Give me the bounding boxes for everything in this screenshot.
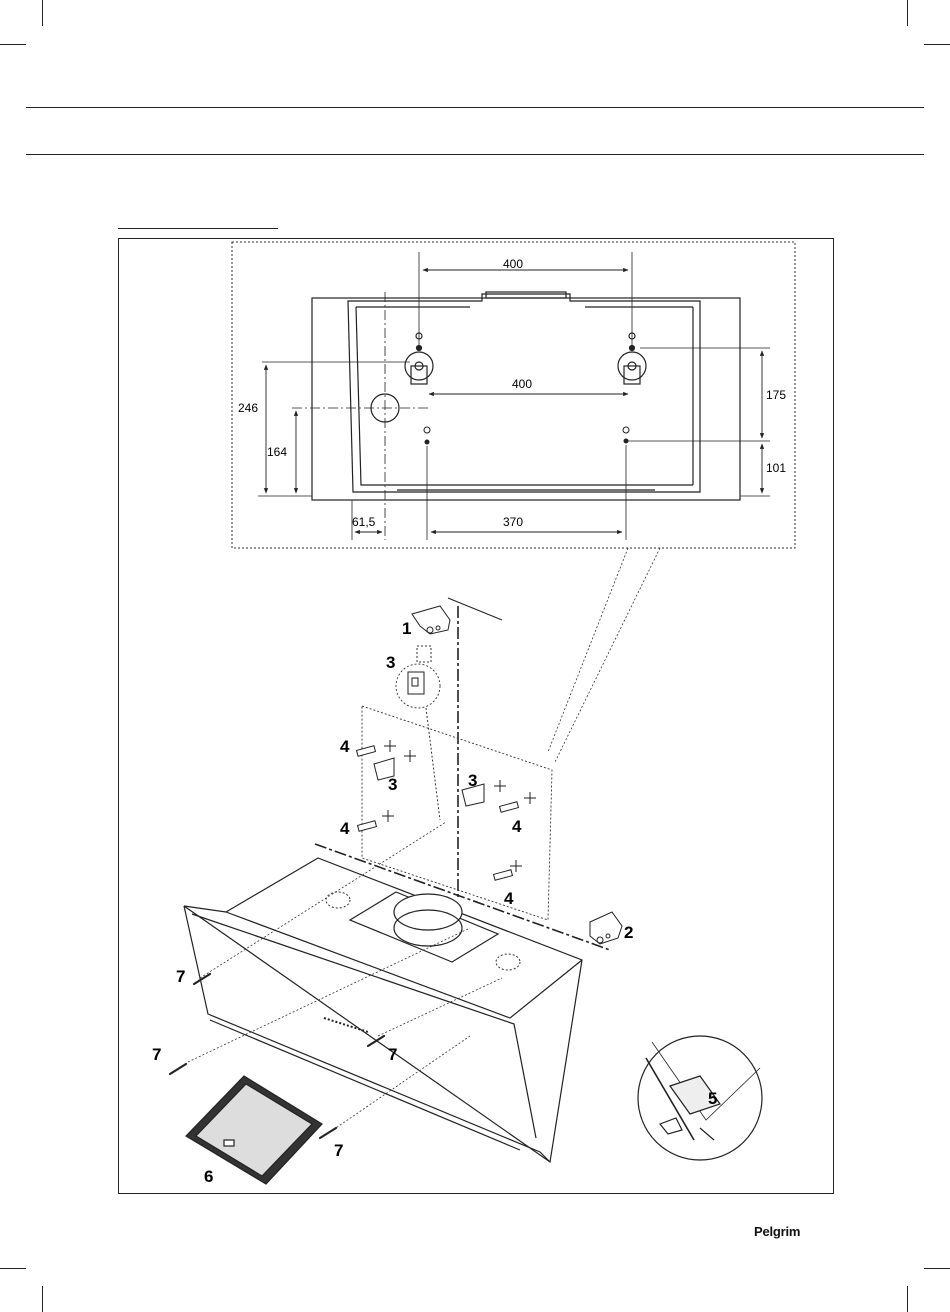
callout-2: 2 <box>624 923 633 942</box>
dim-top-spacing: 400 <box>503 257 523 271</box>
callout-7-a: 7 <box>176 967 185 986</box>
dim-left-offset: 61,5 <box>352 515 376 529</box>
callout-4-b: 4 <box>340 819 350 838</box>
callout-4-a: 4 <box>340 737 350 756</box>
dim-right-upper: 175 <box>766 388 786 402</box>
wall-ceiling-line <box>448 598 502 898</box>
lower-hole-left <box>424 427 430 433</box>
spirit-level-icon-top <box>412 606 450 634</box>
bracket-dashed-link <box>417 646 431 662</box>
callout-5: 5 <box>708 1089 717 1108</box>
callout-3-top: 3 <box>386 653 395 672</box>
callout-6: 6 <box>204 1167 213 1186</box>
brand-logo: Pelgrim <box>754 1224 800 1239</box>
callout-1: 1 <box>402 619 411 638</box>
detail-inset-box <box>232 242 795 548</box>
inset-leader-lines <box>548 548 660 762</box>
bracket-detail-icon <box>408 672 424 694</box>
detail-circle-5 <box>638 1036 762 1160</box>
callout-3-left: 3 <box>388 775 397 794</box>
hood-back-plate <box>312 292 740 500</box>
dimension-arrows <box>266 270 762 532</box>
spirit-level-icon-right <box>590 912 622 944</box>
callout-7-c: 7 <box>388 1045 397 1064</box>
callout-7-b: 7 <box>152 1045 161 1064</box>
callout-4-d: 4 <box>504 889 514 908</box>
dim-height-total: 246 <box>238 401 258 415</box>
callout-4-c: 4 <box>512 817 522 836</box>
callout-7-d: 7 <box>334 1141 343 1160</box>
lower-hole-right <box>623 427 629 433</box>
dim-right-lower: 101 <box>766 461 786 475</box>
callout-3-right: 3 <box>468 771 477 790</box>
dim-bottom-spacing: 370 <box>503 515 523 529</box>
lower-hole-right-dot <box>624 439 629 444</box>
dim-height-center: 164 <box>267 445 287 459</box>
lower-hole-left-dot <box>425 440 430 445</box>
dim-mid-spacing: 400 <box>512 377 532 391</box>
